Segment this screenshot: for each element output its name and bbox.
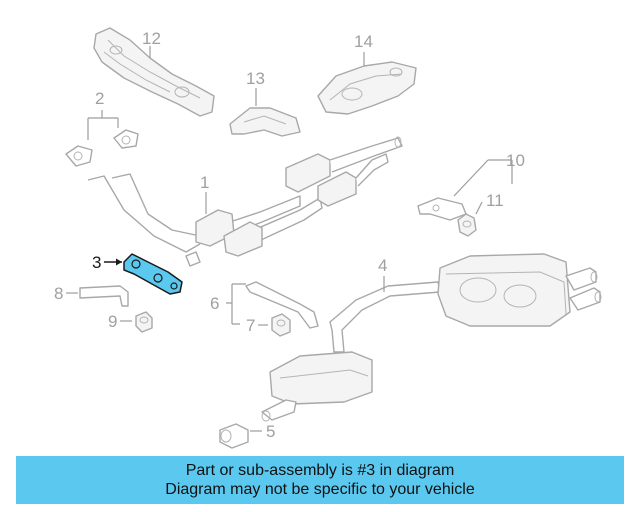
banner-line-1: Part or sub-assembly is #3 in diagram bbox=[185, 462, 455, 479]
callout-8[interactable]: 8 bbox=[54, 284, 63, 303]
callout-9[interactable]: 9 bbox=[108, 312, 117, 331]
part-13-heat-shield[interactable] bbox=[229, 107, 301, 137]
callout-12[interactable]: 12 bbox=[142, 29, 161, 48]
part-1-front-pipe[interactable] bbox=[87, 136, 403, 267]
callout-14[interactable]: 14 bbox=[354, 32, 373, 51]
part-center-resonator[interactable] bbox=[261, 351, 373, 422]
callout-10[interactable]: 10 bbox=[506, 151, 525, 170]
callout-1[interactable]: 1 bbox=[200, 173, 209, 192]
part-5-clamp[interactable] bbox=[219, 423, 249, 449]
leader-11 bbox=[475, 201, 483, 215]
callout-6[interactable]: 6 bbox=[210, 294, 219, 313]
banner-line-2: Diagram may not be specific to your vehi… bbox=[165, 481, 475, 498]
callout-4[interactable]: 4 bbox=[378, 256, 387, 275]
callout-2[interactable]: 2 bbox=[95, 89, 104, 108]
leader-3-arrowhead bbox=[116, 258, 122, 266]
leader-2 bbox=[87, 110, 119, 140]
part-2-gaskets[interactable] bbox=[65, 129, 139, 167]
part-4-muffler-assembly[interactable] bbox=[329, 253, 602, 353]
info-banner: Part or sub-assembly is #3 in diagram Di… bbox=[16, 456, 624, 504]
part-7-rubber-mount[interactable] bbox=[271, 313, 291, 337]
leader-10 bbox=[453, 159, 513, 197]
part-6-bracket[interactable] bbox=[245, 281, 319, 329]
part-10-hanger[interactable] bbox=[417, 197, 467, 221]
exhaust-system-diagram: 12 14 13 2 1 bbox=[54, 27, 602, 449]
callout-11[interactable]: 11 bbox=[486, 191, 504, 210]
part-11-insulator[interactable] bbox=[457, 213, 477, 237]
callout-13[interactable]: 13 bbox=[246, 69, 265, 88]
callout-7[interactable]: 7 bbox=[246, 316, 255, 335]
part-3-hanger-bracket[interactable] bbox=[123, 253, 183, 295]
callout-5[interactable]: 5 bbox=[266, 422, 275, 441]
callout-3[interactable]: 3 bbox=[92, 253, 101, 272]
part-8-strap[interactable] bbox=[79, 285, 129, 307]
part-14-heat-shield[interactable] bbox=[317, 61, 417, 115]
part-9-rubber-mount[interactable] bbox=[135, 311, 153, 333]
leader-6 bbox=[226, 283, 246, 325]
part-12-heat-shield[interactable] bbox=[93, 27, 215, 117]
